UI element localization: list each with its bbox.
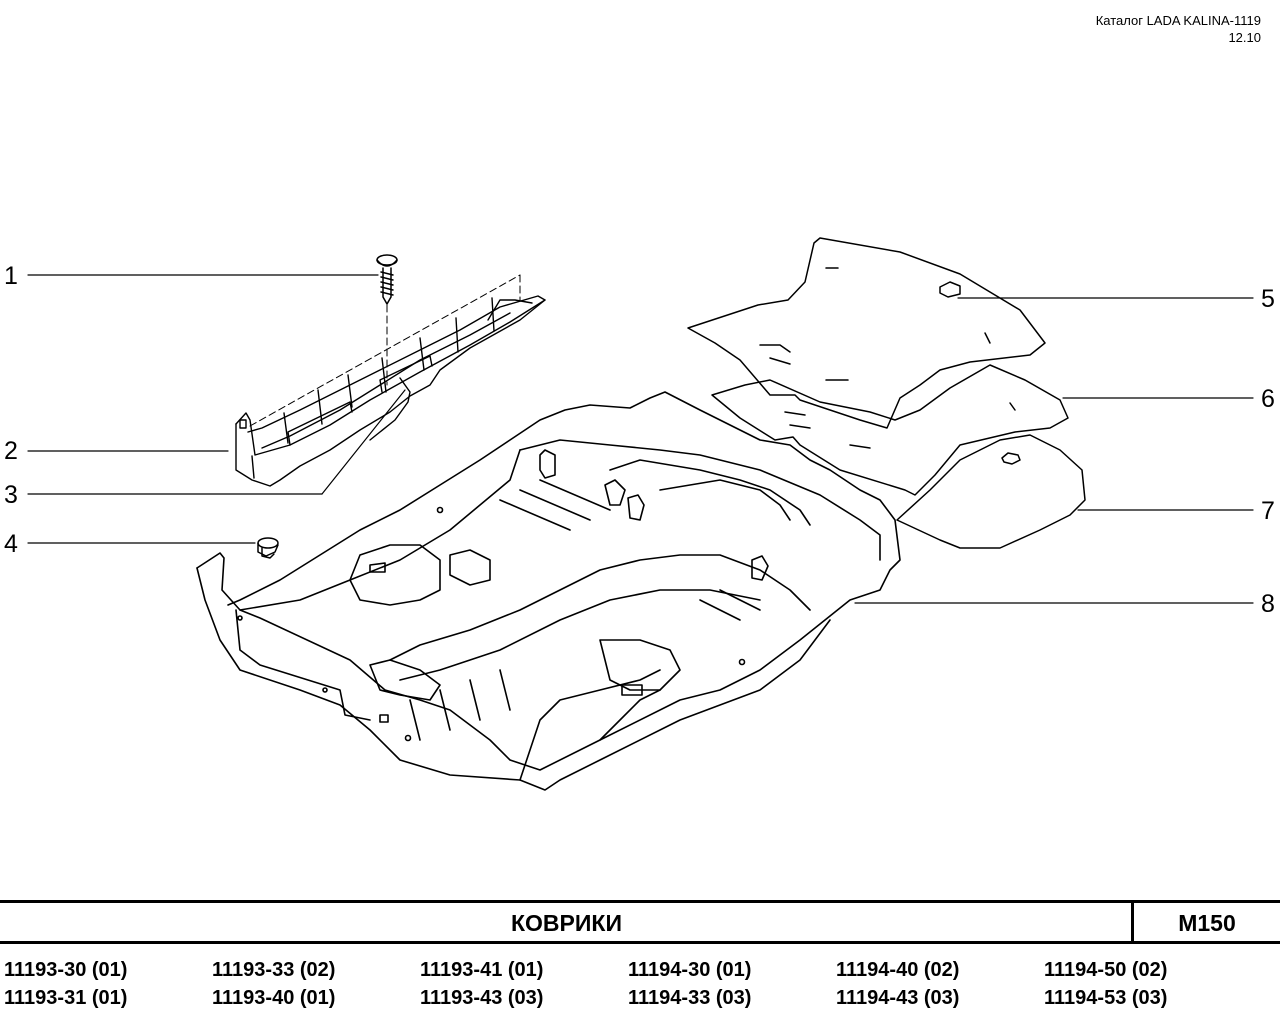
trunk-mat-part (896, 434, 1086, 549)
model-code: 11194-50 (02) (1044, 959, 1168, 981)
catalog-date: 12.10 (1228, 30, 1261, 45)
model-list: 11193-30 (01) 11193-31 (01) 11193-33 (02… (0, 955, 1280, 1015)
model-code: 11193-41 (01) (420, 959, 544, 981)
callout-7: 7 (1261, 497, 1275, 525)
callout-1: 1 (4, 262, 18, 290)
rear-mat-lower-part (711, 364, 1069, 496)
catalog-name: Каталог LADA KALINA-1119 (1095, 13, 1261, 28)
model-code: 11194-33 (03) (628, 987, 752, 1009)
callout-3: 3 (4, 481, 18, 509)
clip-part (257, 537, 279, 559)
callout-2: 2 (4, 437, 18, 465)
callout-5: 5 (1261, 285, 1275, 313)
model-code: 11194-30 (01) (628, 959, 752, 981)
model-code: 11193-40 (01) (212, 987, 336, 1009)
model-code: 11194-53 (03) (1044, 987, 1168, 1009)
section-title: КОВРИКИ (511, 910, 622, 936)
model-code: 11193-30 (01) (4, 959, 128, 981)
sill-trim-part (235, 274, 546, 487)
title-block: КОВРИКИ M150 (0, 900, 1280, 944)
title-divider (1131, 903, 1134, 941)
floor-carpet-part (196, 391, 901, 791)
model-code: 11193-33 (02) (212, 959, 336, 981)
section-code: M150 (1178, 910, 1236, 936)
parts-drawing (27, 237, 1254, 791)
callout-4: 4 (4, 530, 18, 558)
callout-6: 6 (1261, 385, 1275, 413)
leader-lines (27, 274, 1254, 604)
rear-mat-upper-part (687, 237, 1046, 429)
screw-part (376, 254, 398, 386)
model-code: 11193-31 (01) (4, 987, 128, 1009)
model-code: 11193-43 (03) (420, 987, 544, 1009)
model-code: 11194-40 (02) (836, 959, 960, 981)
catalog-header: Каталог LADA KALINA-1119 12.10 (1096, 12, 1261, 46)
model-code: 11194-43 (03) (836, 987, 960, 1009)
callout-8: 8 (1261, 590, 1275, 618)
